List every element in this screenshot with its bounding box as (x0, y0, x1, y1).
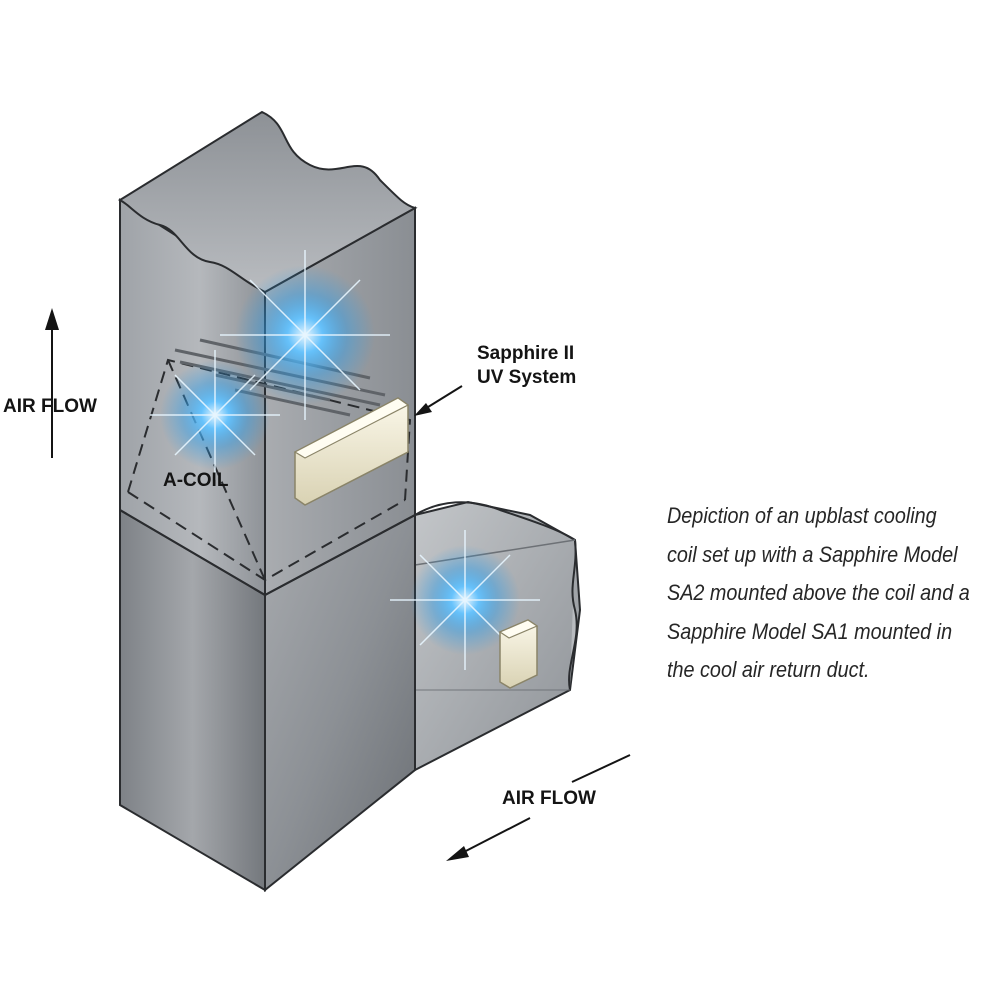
caption-line: the cool air return duct. (667, 657, 870, 682)
sapphire-sa2-unit (293, 397, 410, 506)
uv-system-pointer-arrow (414, 385, 463, 416)
furnace-lower-section (119, 508, 416, 893)
a-coil-label: A-COIL (163, 470, 229, 491)
uv-light-glow (150, 250, 540, 670)
caption-line: SA2 mounted above the coil and a (667, 580, 970, 605)
uv-system-label-line1: Sapphire II (477, 343, 575, 364)
sapphire-sa1-unit (498, 619, 539, 689)
uv-system-label-line2: UV System (477, 367, 577, 388)
air-flow-return-arrows (446, 754, 631, 861)
caption-line: Sapphire Model SA1 mounted in (667, 618, 953, 644)
air-flow-label-vertical: AIR FLOW (3, 396, 97, 417)
caption-line: coil set up with a Sapphire Model (667, 541, 958, 567)
caption-line: Depiction of an upblast cooling (667, 503, 937, 528)
air-flow-up-arrow (45, 308, 59, 458)
uv-system-label: Sapphire II UV System (477, 342, 576, 390)
diagram-caption: Depiction of an upblast cooling coil set… (667, 497, 970, 690)
air-flow-label-horizontal: AIR FLOW (502, 788, 596, 809)
